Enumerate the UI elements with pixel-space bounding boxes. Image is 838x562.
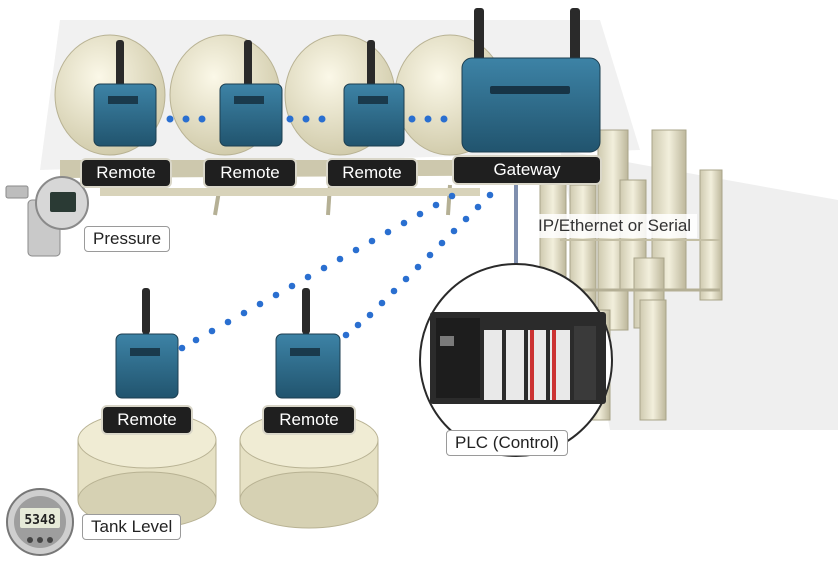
pressure-transmitter	[5, 176, 89, 257]
remote-device-4	[115, 288, 179, 399]
label-remote-4: Remote	[103, 407, 191, 433]
label-gateway: Gateway	[454, 157, 600, 183]
label-remote-5: Remote	[264, 407, 354, 433]
tank-level-display	[6, 488, 74, 556]
diagonal-link-dots-2	[342, 191, 494, 339]
label-tank-level: Tank Level	[82, 514, 182, 540]
label-remote-2: Remote	[205, 160, 295, 186]
label-remote-3: Remote	[328, 160, 416, 186]
tank-level-readout: 5348	[24, 513, 55, 528]
plc-magnifier	[419, 263, 613, 457]
remote-device-2	[219, 40, 283, 147]
gateway-device	[461, 8, 601, 153]
top-link-dots	[166, 115, 448, 123]
label-plc: PLC (Control)	[446, 430, 568, 456]
remote-device-5	[275, 288, 341, 399]
diagonal-link-dots-1	[178, 192, 456, 352]
label-remote-1: Remote	[82, 160, 170, 186]
remote-device-1	[93, 40, 157, 147]
label-pressure: Pressure	[84, 226, 171, 252]
remote-device-3	[343, 40, 405, 147]
label-ip-ethernet: IP/Ethernet or Serial	[532, 214, 698, 238]
